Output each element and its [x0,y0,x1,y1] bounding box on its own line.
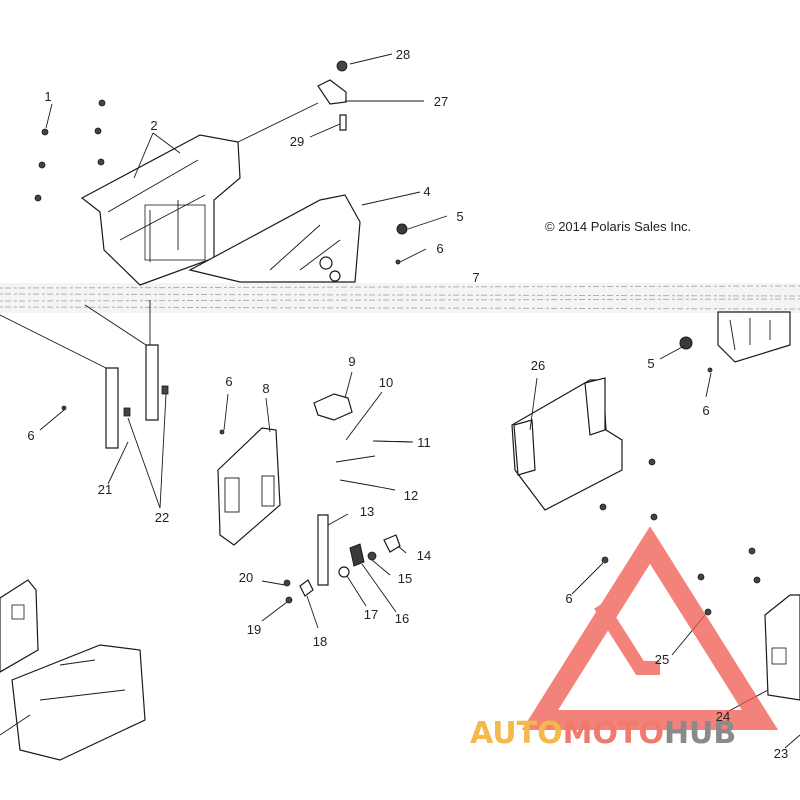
watermark-wordmark: AUTOMOTOHUB [470,716,736,751]
callout-26: 26 [531,358,545,373]
copyright-notice: © 2014 Polaris Sales Inc. [545,219,692,234]
callout-12: 12 [404,488,418,503]
fasteners [34,60,761,616]
watermark-hub: HUB [663,716,737,751]
callout-6-left: 6 [27,428,34,443]
callout-6-upper: 6 [436,241,443,256]
leader-lines [0,53,800,749]
callout-29: 29 [290,134,304,149]
callout-1: 1 [44,89,51,104]
callout-11: 11 [417,435,431,450]
callout-17: 17 [364,607,378,622]
callout-25: 25 [655,652,669,667]
callout-7: 7 [472,270,479,285]
callout-labels: 1 2 4 5 5 6 6 6 6 6 7 8 9 10 11 12 13 14… [27,47,788,761]
callout-6-right: 6 [702,403,709,418]
callout-22: 22 [155,510,169,525]
callout-21: 21 [98,482,112,497]
callout-16: 16 [395,611,409,626]
seat-mount-bracket [188,194,361,283]
watermark-moto: MOTO [562,716,664,751]
seat-base-cradle [511,377,623,511]
callout-5-upper: 5 [456,209,463,224]
watermark-triangle-logo [521,526,779,730]
callout-10: 10 [379,375,393,390]
callout-19: 19 [247,622,261,637]
callout-2: 2 [150,118,157,133]
right-console-panel [717,311,791,363]
callout-14: 14 [417,548,431,563]
callout-24: 24 [716,709,730,724]
seat-back-upper-frame [80,134,241,286]
latch-hardware [283,534,401,604]
right-seat-back-cushion [764,594,800,701]
callout-13: 13 [360,504,374,519]
scan-noise-band [0,283,800,313]
callout-6-lower: 6 [565,591,572,606]
callout-27: 27 [434,94,448,109]
latch-handle [313,393,353,421]
watermark-auto: AUTO [470,716,563,751]
callout-28: 28 [396,47,410,62]
callout-15: 15 [398,571,412,586]
callout-23: 23 [774,746,788,761]
callout-4: 4 [423,184,430,199]
seat-rail-left [0,300,169,449]
seat-back-shell [217,427,281,546]
left-seat-cushions [0,579,146,761]
callout-5-right: 5 [647,356,654,371]
callout-9: 9 [348,354,355,369]
callout-18: 18 [313,634,327,649]
callout-6-mid: 6 [225,374,232,389]
callout-20: 20 [239,570,253,585]
callout-8: 8 [262,381,269,396]
